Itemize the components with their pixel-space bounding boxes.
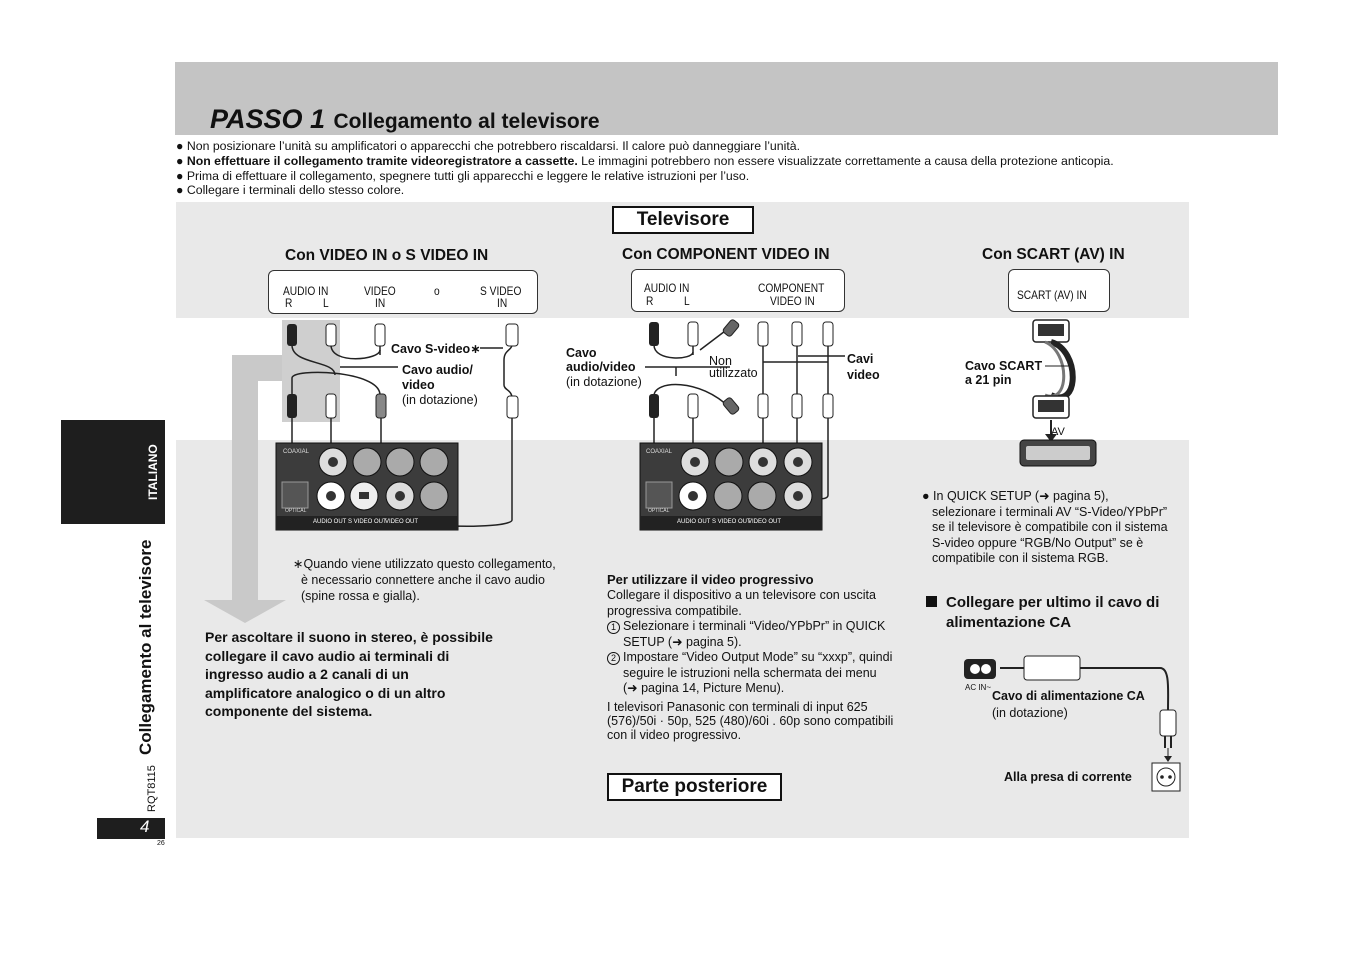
note-item: ● Non posizionare l’unità su amplificato… bbox=[176, 139, 801, 153]
av-cable-label-1: Cavo audio/ bbox=[402, 363, 473, 377]
tv-video-input-box: AUDIO IN R L VIDEO IN o S VIDEO IN bbox=[268, 270, 538, 314]
doc-code: RQT8115 bbox=[146, 765, 158, 812]
device-panel-2 bbox=[639, 442, 823, 531]
footnote-line-1: ∗Quando viene utilizzato questo collegam… bbox=[293, 557, 556, 571]
title-step: PASSO 1 bbox=[210, 104, 326, 134]
col1-plugs bbox=[287, 323, 519, 419]
section-label: Collegamento al televisore bbox=[136, 539, 155, 755]
tv-component-input-box: AUDIO IN R L COMPONENT VIDEO IN bbox=[631, 269, 845, 312]
power-title: Collegare per ultimo il cavo di alimenta… bbox=[946, 594, 1160, 631]
rear-label: Parte posteriore bbox=[607, 773, 782, 801]
video-cables-label-2: video bbox=[847, 368, 880, 382]
stereo-note: Per ascoltare il suono in stereo, è poss… bbox=[205, 629, 493, 720]
square-bullet-icon bbox=[926, 596, 937, 607]
note-item: ● Non effettuare il collegamento tramite… bbox=[176, 153, 1114, 168]
page-title: PASSO 1 Collegamento al televisore bbox=[210, 104, 600, 135]
precautions-list: ● Non posizionare l’unità su amplificato… bbox=[176, 139, 1186, 198]
av-cable-label-2: video bbox=[402, 378, 435, 392]
col2-cable-label-2: audio/video bbox=[566, 360, 636, 374]
note-item: ● Collegare i terminali dello stesso col… bbox=[176, 183, 405, 198]
quick-setup-note: ● In QUICK SETUP (➜ pagina 5), seleziona… bbox=[922, 489, 1168, 565]
language-label: ITALIANO bbox=[146, 444, 160, 500]
scart-cable bbox=[1019, 319, 1097, 467]
ac-cable-label: Cavo di alimentazione CA bbox=[992, 689, 1145, 703]
col2-cable-label-1: Cavo bbox=[566, 346, 597, 360]
outlet-label: Alla presa di corrente bbox=[1004, 770, 1132, 784]
progressive-title: Per utilizzare il video progressivo bbox=[607, 572, 814, 587]
svideo-cable-label: Cavo S-video∗ bbox=[391, 342, 481, 356]
ac-in-label: AC IN~ bbox=[965, 683, 992, 692]
av-label: AV bbox=[1051, 426, 1065, 438]
scart-cable-label-2: a 21 pin bbox=[965, 373, 1012, 387]
not-used-label-2: utilizzato bbox=[709, 366, 758, 380]
col1-heading: Con VIDEO IN o S VIDEO IN bbox=[285, 247, 489, 264]
scart-cable-label-1: Cavo SCART bbox=[965, 359, 1043, 373]
col2-plugs bbox=[649, 319, 834, 419]
tv-scart-input-box: SCART (AV) IN bbox=[1008, 269, 1110, 312]
footnote-line-3: (spine rossa e gialla). bbox=[301, 589, 420, 603]
header-band bbox=[175, 62, 1278, 135]
col2-heading: Con COMPONENT VIDEO IN bbox=[622, 246, 830, 263]
page-number-box bbox=[97, 818, 165, 839]
not-used-label-1: Non bbox=[709, 354, 732, 368]
progressive-section: Per utilizzare il video progressivo Coll… bbox=[607, 572, 907, 742]
video-cables-label-1: Cavi bbox=[847, 352, 874, 366]
col3-heading: Con SCART (AV) IN bbox=[982, 246, 1125, 263]
device-panel-1 bbox=[275, 442, 459, 531]
page-number: 4 bbox=[140, 817, 150, 836]
power-cord bbox=[964, 655, 1181, 792]
tv-label: Televisore bbox=[612, 206, 754, 234]
col2-cable-supplied: (in dotazione) bbox=[566, 375, 642, 389]
note-item: ● Prima di effettuare il collegamento, s… bbox=[176, 168, 750, 183]
language-tab bbox=[61, 420, 165, 524]
sub-page-number: 26 bbox=[157, 840, 165, 847]
av-cable-supplied: (in dotazione) bbox=[402, 393, 478, 407]
ac-cable-supplied: (in dotazione) bbox=[992, 706, 1068, 720]
title-text: Collegamento al televisore bbox=[333, 110, 600, 133]
footnote-line-2: è necessario connettere anche il cavo au… bbox=[301, 573, 545, 587]
